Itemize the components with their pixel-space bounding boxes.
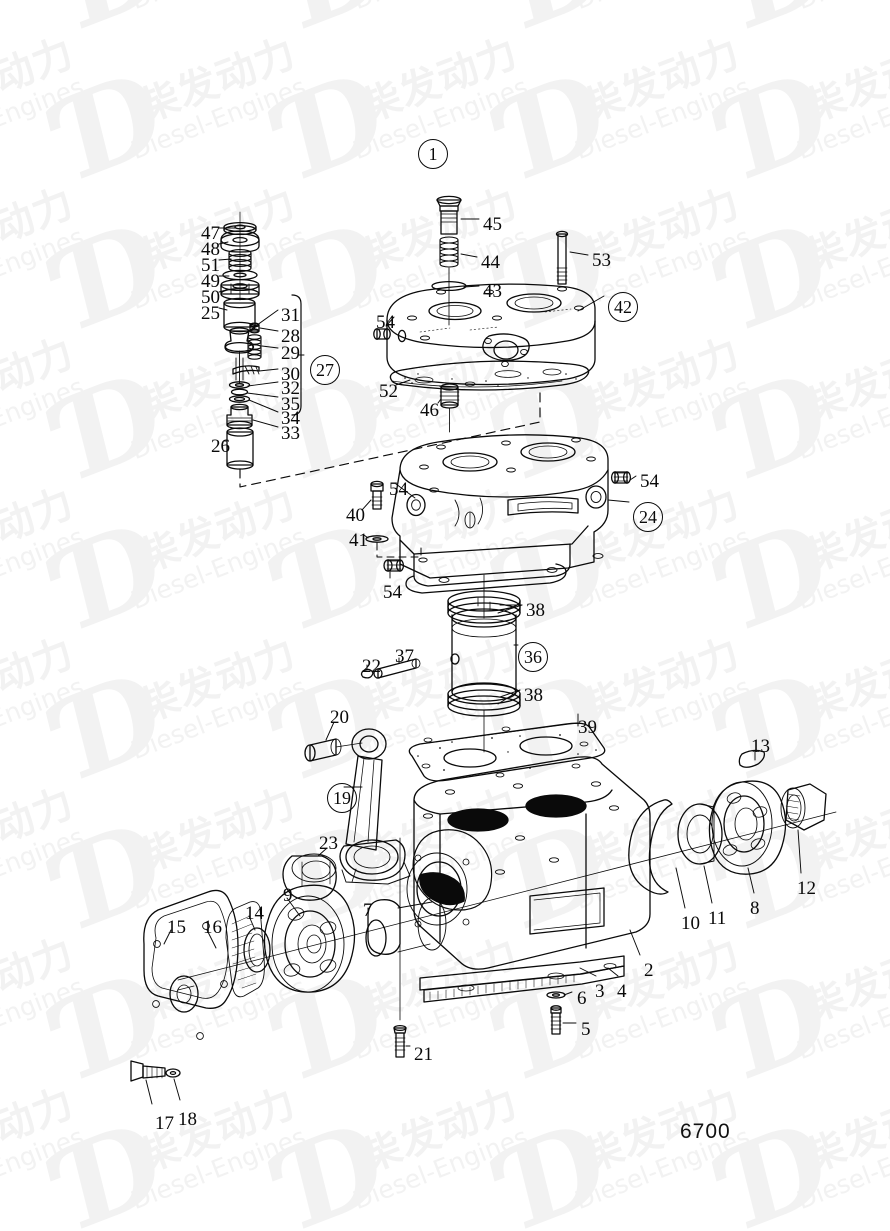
callout-32: 32 [281,378,300,399]
callout-23: 23 [319,833,338,854]
crankshaft-and-drive-end [177,749,837,981]
callout-10: 10 [681,913,700,934]
callout-9: 9 [283,885,293,906]
callout-28: 28 [281,326,300,347]
callout-21: 21 [414,1044,433,1065]
callout-53: 53 [592,250,611,271]
callout-36: 36 [518,642,548,672]
callout-4: 4 [617,981,627,1002]
callout-34: 34 [281,408,300,429]
callout-54: 54 [376,312,395,333]
callout-45: 45 [483,214,502,235]
callout-39: 39 [578,717,597,738]
callout-17: 17 [155,1113,174,1134]
callout-6: 6 [577,988,587,1009]
callout-52: 52 [379,381,398,402]
cylinder-gasket [408,713,606,782]
callout-29: 29 [281,343,300,364]
callout-51: 51 [201,255,220,276]
callout-5: 5 [581,1019,591,1040]
callout-13: 13 [751,736,770,757]
callout-16: 16 [203,917,222,938]
cylinder-block-assembly [361,434,637,594]
callout-12: 12 [797,878,816,899]
callout-25: 25 [201,303,220,324]
callout-30: 30 [281,364,300,385]
callout-54: 54 [383,582,402,603]
callout-22: 22 [362,656,381,677]
callout-42: 42 [608,292,638,322]
callout-37: 37 [395,646,414,667]
callout-41: 41 [349,530,368,551]
cylinder-head-assembly [373,195,605,433]
crankcase-housing [393,756,651,1058]
end-cover-assembly [130,884,356,1105]
connecting-rod-assembly [282,721,411,901]
callout-38: 38 [526,600,545,621]
piston-assembly [360,574,523,753]
callout-44: 44 [481,252,500,273]
callout-54: 54 [389,479,408,500]
callout-31: 31 [281,305,300,326]
callout-27: 27 [310,355,340,385]
callout-8: 8 [750,898,760,919]
callout-46: 46 [420,400,439,421]
callout-40: 40 [346,505,365,526]
callout-35: 35 [281,394,300,415]
callout-54: 54 [640,471,659,492]
callout-14: 14 [245,903,264,924]
callout-7: 7 [363,900,373,921]
figure-number: 6700 [680,1120,731,1143]
callout-48: 48 [201,239,220,260]
callout-47: 47 [201,223,220,244]
callout-1: 1 [418,139,448,169]
unloader-valve-stack [218,211,541,488]
callout-38: 38 [524,685,543,706]
callout-18: 18 [178,1109,197,1130]
callout-20: 20 [330,707,349,728]
callout-49: 49 [201,271,220,292]
callout-26: 26 [211,436,230,457]
callout-11: 11 [708,908,727,929]
callout-2: 2 [644,960,654,981]
callout-3: 3 [595,981,605,1002]
callout-50: 50 [201,287,220,308]
callout-19: 19 [327,783,357,813]
callout-43: 43 [483,281,502,302]
callout-15: 15 [167,917,186,938]
callout-33: 33 [281,423,300,444]
callout-24: 24 [633,502,663,532]
